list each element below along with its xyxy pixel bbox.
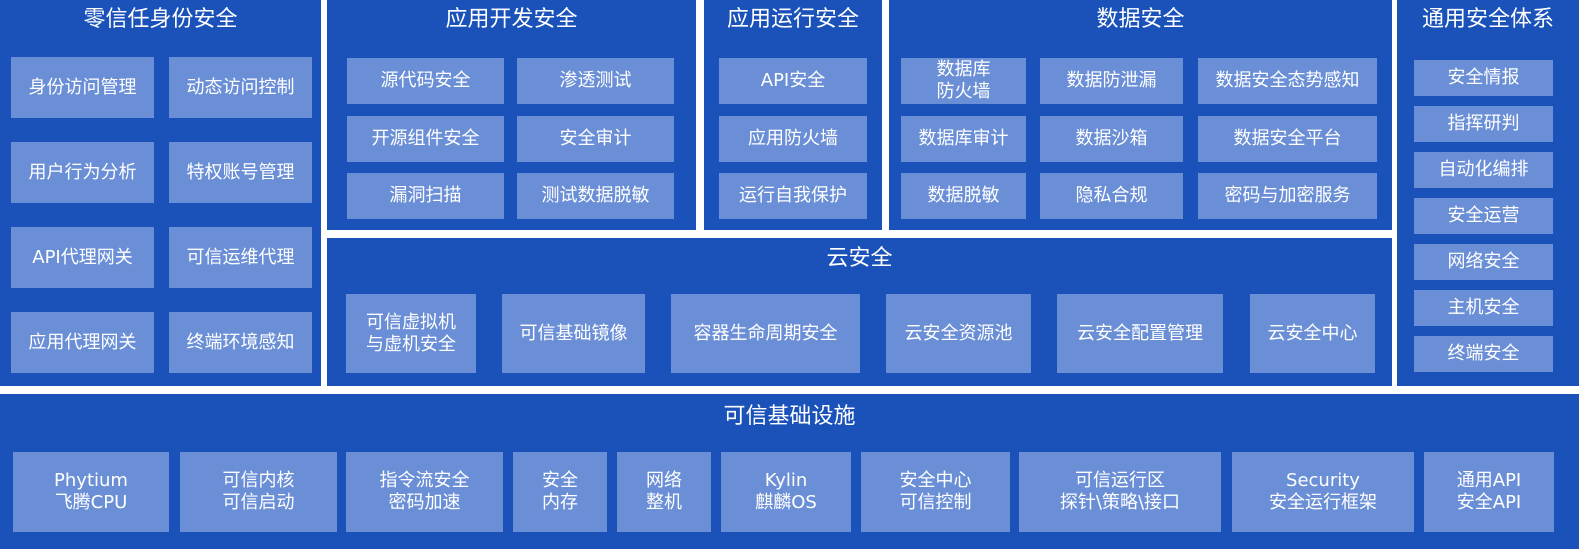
trusted-infra-item: Phytium 飞腾CPU <box>13 452 169 532</box>
app-run-panel: 应用运行安全 API安全 应用防火墙 运行自我保护 <box>704 0 882 230</box>
data-security-item: 数据安全平台 <box>1198 116 1377 162</box>
trusted-infra-item: Security 安全运行框架 <box>1232 452 1414 532</box>
cloud-security-panel: 云安全 可信虚拟机 与虚机安全 可信基础镜像 容器生命周期安全 云安全资源池 云… <box>327 238 1392 386</box>
data-security-item: 密码与加密服务 <box>1198 173 1377 219</box>
data-security-panel: 数据安全 数据库 防火墙 数据防泄漏 数据安全态势感知 数据库审计 数据沙箱 数… <box>889 0 1392 230</box>
general-security-item: 安全运营 <box>1414 198 1553 234</box>
app-dev-item: 源代码安全 <box>347 58 504 104</box>
app-run-item: API安全 <box>719 58 867 104</box>
app-dev-item: 渗透测试 <box>517 58 674 104</box>
trusted-infra-item: 安全中心 可信控制 <box>861 452 1010 532</box>
trusted-infra-item: 安全 内存 <box>513 452 607 532</box>
zero-trust-item: 应用代理网关 <box>11 312 154 373</box>
cloud-security-item: 云安全资源池 <box>886 294 1031 373</box>
cloud-security-item: 可信基础镜像 <box>502 294 645 373</box>
general-security-item: 安全情报 <box>1414 60 1553 96</box>
general-security-item: 网络安全 <box>1414 244 1553 280</box>
trusted-infra-title: 可信基础设施 <box>723 404 856 429</box>
app-dev-item: 开源组件安全 <box>347 116 504 162</box>
zero-trust-item: API代理网关 <box>11 227 154 288</box>
app-dev-item: 安全审计 <box>517 116 674 162</box>
general-security-title: 通用安全体系 <box>1421 7 1554 32</box>
cloud-security-title: 云安全 <box>826 246 893 271</box>
zero-trust-title: 零信任身份安全 <box>83 7 238 32</box>
trusted-infra-item: 指令流安全 密码加速 <box>346 452 503 532</box>
app-run-item: 运行自我保护 <box>719 173 867 219</box>
cloud-security-item: 云安全配置管理 <box>1057 294 1223 373</box>
app-dev-panel: 应用开发安全 源代码安全 渗透测试 开源组件安全 安全审计 漏洞扫描 测试数据脱… <box>327 0 696 230</box>
general-security-item: 自动化编排 <box>1414 152 1553 188</box>
zero-trust-panel: 零信任身份安全 身份访问管理 动态访问控制 用户行为分析 特权账号管理 API代… <box>0 0 321 386</box>
trusted-infra-item: 可信内核 可信启动 <box>180 452 337 532</box>
app-run-title: 应用运行安全 <box>726 7 859 32</box>
data-security-title: 数据安全 <box>1096 7 1185 32</box>
cloud-security-item: 云安全中心 <box>1250 294 1375 373</box>
data-security-item: 数据库 防火墙 <box>901 58 1026 104</box>
zero-trust-item: 用户行为分析 <box>11 142 154 203</box>
general-security-item: 主机安全 <box>1414 290 1553 326</box>
trusted-infra-item: 可信运行区 探针\策略\接口 <box>1019 452 1221 532</box>
cloud-security-item: 可信虚拟机 与虚机安全 <box>346 294 476 373</box>
data-security-item: 数据脱敏 <box>901 173 1026 219</box>
app-dev-item: 测试数据脱敏 <box>517 173 674 219</box>
general-security-item: 终端安全 <box>1414 336 1553 372</box>
data-security-item: 数据安全态势感知 <box>1198 58 1377 104</box>
zero-trust-item: 身份访问管理 <box>11 57 154 118</box>
trusted-infra-panel: 可信基础设施 Phytium 飞腾CPU 可信内核 可信启动 指令流安全 密码加… <box>0 394 1579 549</box>
trusted-infra-item: 通用API 安全API <box>1424 452 1554 532</box>
data-security-item: 数据沙箱 <box>1040 116 1183 162</box>
zero-trust-item: 动态访问控制 <box>169 57 312 118</box>
trusted-infra-item: 网络 整机 <box>617 452 711 532</box>
zero-trust-item: 特权账号管理 <box>169 142 312 203</box>
data-security-item: 数据库审计 <box>901 116 1026 162</box>
app-dev-title: 应用开发安全 <box>445 7 578 32</box>
cloud-security-item: 容器生命周期安全 <box>671 294 860 373</box>
general-security-item: 指挥研判 <box>1414 106 1553 142</box>
app-dev-item: 漏洞扫描 <box>347 173 504 219</box>
data-security-item: 数据防泄漏 <box>1040 58 1183 104</box>
zero-trust-item: 终端环境感知 <box>169 312 312 373</box>
data-security-item: 隐私合规 <box>1040 173 1183 219</box>
general-security-panel: 通用安全体系 安全情报 指挥研判 自动化编排 安全运营 网络安全 主机安全 终端… <box>1397 0 1579 386</box>
trusted-infra-item: Kylin 麒麟OS <box>721 452 851 532</box>
zero-trust-item: 可信运维代理 <box>169 227 312 288</box>
app-run-item: 应用防火墙 <box>719 116 867 162</box>
